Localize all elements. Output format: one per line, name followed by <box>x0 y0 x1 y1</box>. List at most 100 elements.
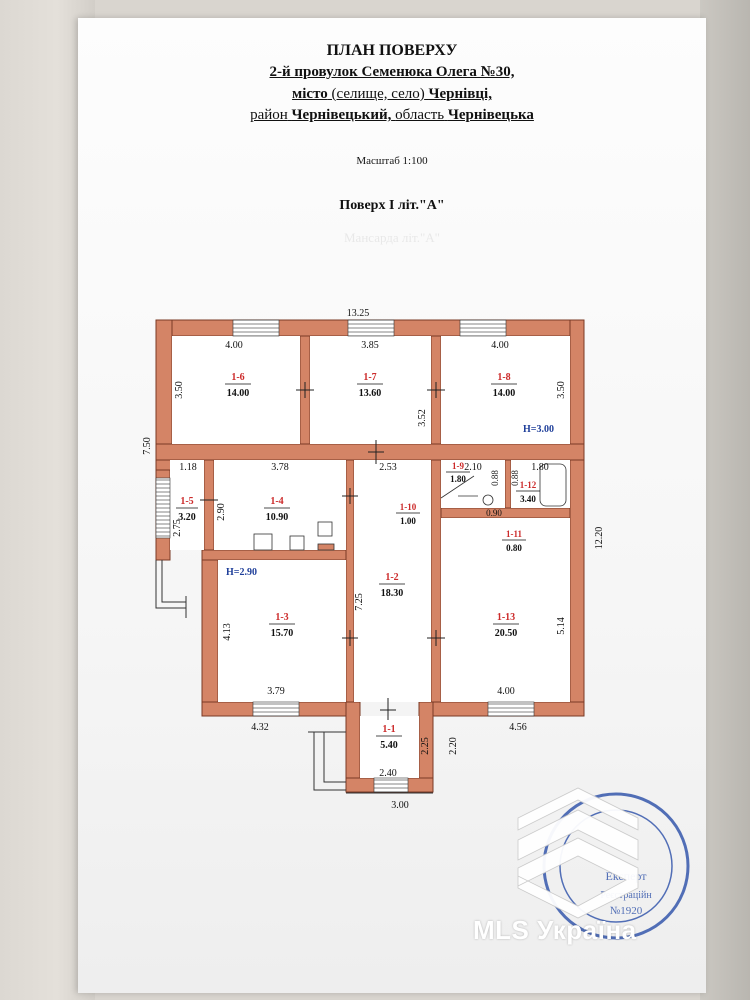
dim-corridor-len: 7.25 <box>354 593 365 611</box>
stove-icon <box>253 533 273 551</box>
dim-r15-h: 2.75 <box>172 519 183 537</box>
dim-r13-h: 4.13 <box>222 623 233 641</box>
svg-text:1-12: 1-12 <box>520 480 537 490</box>
dim-r18-w: 4.00 <box>491 340 509 351</box>
dim-r17-w: 3.85 <box>361 340 379 351</box>
room-1-12: 1-12 3.40 <box>516 480 540 504</box>
dimensions: 13.25 4.00 3.85 4.00 3.50 3.50 3.52 7.50… <box>142 308 605 811</box>
room-1-7: 1-7 13.60 <box>357 372 383 399</box>
height-labels: Н=3.00 Н=2.90 <box>226 424 554 578</box>
dim-r15-w: 1.18 <box>179 462 197 473</box>
document-page: ПЛАН ПОВЕРХУ 2-й провулок Семенюка Олега… <box>78 18 706 993</box>
dim-left-depth: 7.50 <box>142 437 153 455</box>
svg-text:3.20: 3.20 <box>178 512 196 523</box>
svg-text:1.80: 1.80 <box>450 474 466 484</box>
stamp-line-3: №1920 <box>610 905 643 917</box>
stamp-line-2: Реєстраційн <box>600 890 652 901</box>
dim-r14-h: 2.90 <box>216 503 227 521</box>
address-line-3-region: Чернівецька <box>447 107 534 123</box>
dim-r112-h: 0.88 <box>510 470 520 486</box>
address-line-3: район Чернівецький, область Чернівецька <box>78 107 706 124</box>
dim-overall-depth: 12.20 <box>594 527 605 550</box>
svg-text:1-2: 1-2 <box>385 572 398 583</box>
room-1-4: 1-4 10.90 <box>264 496 290 523</box>
mls-logo-icon <box>517 787 639 919</box>
floor-label: Поверх І літ."А" <box>339 198 445 213</box>
room-1-1: 1-15.40 <box>376 724 402 751</box>
dim-r113-h: 5.14 <box>556 617 567 635</box>
window-3 <box>459 319 507 337</box>
svg-text:13.60: 13.60 <box>359 388 382 399</box>
dim-corridor-w: 2.53 <box>379 462 397 473</box>
porch-steps <box>155 560 433 794</box>
svg-text:1-11: 1-11 <box>506 529 523 539</box>
background-right-edge <box>700 0 750 1000</box>
svg-text:5.40: 5.40 <box>380 740 398 751</box>
room-1-2: 1-218.30 <box>379 572 405 599</box>
dim-r110-w: 0.90 <box>486 508 502 518</box>
svg-text:1-4: 1-4 <box>270 496 283 507</box>
svg-text:15.70: 15.70 <box>271 628 294 639</box>
room-1-11: 1-11 0.80 <box>502 529 526 553</box>
address-line-2-mid: (селище, село) <box>331 86 425 102</box>
wall-int-h2 <box>201 549 347 561</box>
svg-text:1-7: 1-7 <box>363 372 376 383</box>
svg-text:0.80: 0.80 <box>506 543 522 553</box>
room-1-8: 1-814.00 <box>491 372 517 399</box>
height-label-2: Н=2.90 <box>226 567 257 578</box>
bathtub <box>539 463 567 507</box>
window-2 <box>347 319 395 337</box>
dim-r113-outer: 4.56 <box>509 722 527 733</box>
dim-overall-width: 13.25 <box>347 308 370 319</box>
window-7 <box>373 777 409 793</box>
dim-r13-w: 3.79 <box>267 686 285 697</box>
dim-r13-outer: 4.32 <box>251 722 269 733</box>
window-5 <box>252 701 300 717</box>
dim-r18-h: 3.50 <box>556 381 567 399</box>
dim-r16-h: 3.50 <box>174 381 185 399</box>
sink-icon <box>289 535 305 551</box>
dim-r113-w: 4.00 <box>497 686 515 697</box>
dim-r11-h: 2.25 <box>420 737 431 755</box>
wall-right <box>569 319 585 717</box>
svg-text:1-3: 1-3 <box>275 612 288 623</box>
dim-r18-side: 3.52 <box>417 409 428 427</box>
svg-text:10.90: 10.90 <box>266 512 289 523</box>
room-labels: 1-614.00 1-713.60 1-814.00 1-53.20 1-410… <box>176 372 540 751</box>
floor-plan: 13.25 4.00 3.85 4.00 3.50 3.50 3.52 7.50… <box>142 308 690 940</box>
room-1-10: 1-10 1.00 <box>396 502 420 526</box>
windows <box>155 319 535 793</box>
dim-r11-w: 2.40 <box>379 768 397 779</box>
svg-text:20.50: 20.50 <box>495 628 518 639</box>
heater-icon <box>317 543 335 551</box>
room-1-9: 1-9 1.80 <box>446 461 470 484</box>
svg-text:1.00: 1.00 <box>400 516 416 526</box>
wall-int-v3 <box>203 459 215 555</box>
window-6 <box>487 701 535 717</box>
svg-text:1-10: 1-10 <box>400 502 417 512</box>
watermark-text: MLS Україна <box>473 915 637 945</box>
dim-r112-w: 1.80 <box>531 462 549 473</box>
window-1 <box>232 319 280 337</box>
svg-text:1-8: 1-8 <box>497 372 510 383</box>
dim-r11-outer: 3.00 <box>391 800 409 811</box>
fixtures <box>253 463 567 551</box>
height-label-1: Н=3.00 <box>523 424 554 435</box>
bleed-through-text: Мансарда літ."А" <box>343 230 440 245</box>
room-1-6: 1-614.00 <box>225 372 251 399</box>
room-1-3: 1-3 15.70 <box>269 612 295 639</box>
address-line-3-district: Чернівецький, <box>291 107 392 123</box>
wall-int-v5 <box>430 459 442 703</box>
scale-label: Масштаб 1:100 <box>356 155 428 167</box>
svg-text:14.00: 14.00 <box>227 388 250 399</box>
wall-int-h3 <box>440 507 571 519</box>
svg-text:1-9: 1-9 <box>452 461 464 471</box>
svg-text:3.40: 3.40 <box>520 494 536 504</box>
window-4 <box>155 477 171 539</box>
dim-r19-h: 0.88 <box>490 470 500 486</box>
wall-left-lower <box>201 553 219 717</box>
address-line-2-prefix: місто <box>292 86 328 102</box>
appliance-icon <box>317 521 333 537</box>
address-line-2-city: Чернівці, <box>428 86 492 102</box>
